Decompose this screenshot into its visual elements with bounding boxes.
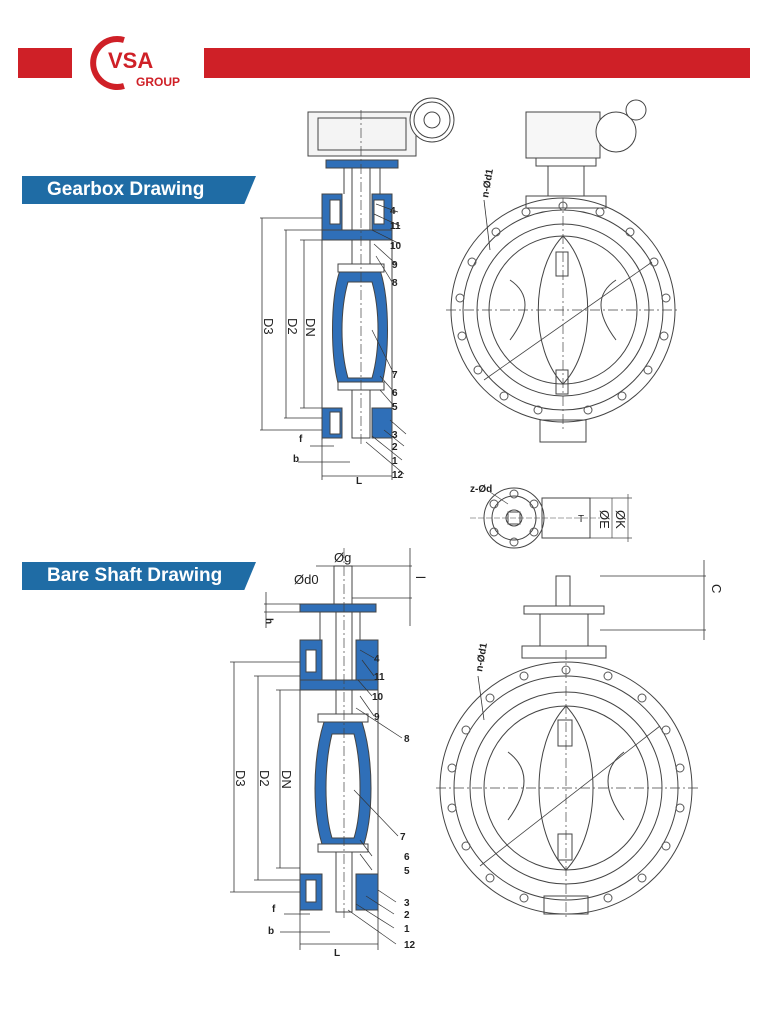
svg-text:7: 7 bbox=[400, 832, 406, 843]
dim-l-bare: L bbox=[334, 948, 340, 959]
dim-k: ØK bbox=[613, 510, 628, 529]
dim-d3-bare: D3 bbox=[233, 770, 248, 787]
svg-text:6: 6 bbox=[392, 388, 398, 399]
dim-bolt-bare: n-Ød1 bbox=[474, 642, 490, 673]
svg-text:9: 9 bbox=[374, 712, 380, 723]
dim-d0: Ød0 bbox=[294, 572, 319, 587]
svg-text:8: 8 bbox=[404, 734, 410, 745]
svg-text:1: 1 bbox=[404, 924, 410, 935]
dim-l: L bbox=[356, 476, 362, 487]
logo-sub: GROUP bbox=[136, 75, 180, 89]
bare-part-leaders bbox=[347, 649, 403, 945]
dim-g: Øg bbox=[334, 550, 351, 565]
svg-text:2: 2 bbox=[392, 442, 398, 453]
gearbox-part-numbers: 4 11 10 9 8 7 6 5 3 2 1 12 bbox=[390, 206, 404, 481]
gearbox-side-view bbox=[307, 97, 455, 445]
gearbox-part-leaders bbox=[365, 203, 407, 475]
dim-d2: D2 bbox=[285, 318, 300, 335]
dim-f-bare: f bbox=[272, 904, 276, 915]
svg-text:11: 11 bbox=[374, 672, 385, 683]
svg-text:5: 5 bbox=[392, 402, 398, 413]
dim-c: C bbox=[709, 584, 724, 593]
dim-dn: DN bbox=[303, 318, 318, 337]
dim-bolt-gearbox: n-Ød1 bbox=[480, 168, 496, 199]
svg-text:3: 3 bbox=[392, 430, 398, 441]
dim-d2-bare: D2 bbox=[257, 770, 272, 787]
section-title-bare-shaft: Bare Shaft Drawing bbox=[22, 562, 256, 590]
dim-f: f bbox=[299, 434, 303, 445]
svg-text:9: 9 bbox=[392, 260, 398, 271]
vsa-group-logo: VSA GROUP bbox=[90, 36, 180, 90]
gearbox-dimension-lines bbox=[260, 217, 393, 480]
svg-text:10: 10 bbox=[372, 692, 384, 703]
svg-text:12: 12 bbox=[392, 470, 404, 481]
header-bar-left bbox=[18, 48, 72, 78]
svg-text:10: 10 bbox=[390, 241, 402, 252]
header-bar-right bbox=[204, 48, 750, 78]
svg-text:3: 3 bbox=[404, 898, 410, 909]
svg-text:11: 11 bbox=[390, 221, 401, 232]
bare-shaft-front-view bbox=[436, 575, 698, 918]
svg-text:7: 7 bbox=[392, 370, 398, 381]
dim-b: b bbox=[293, 454, 299, 465]
svg-text:5: 5 bbox=[404, 866, 410, 877]
svg-text:2: 2 bbox=[404, 910, 410, 921]
dim-h: h bbox=[263, 618, 274, 624]
svg-text:4: 4 bbox=[390, 206, 396, 217]
bare-part-numbers: 4 11 10 9 8 7 6 5 3 2 1 12 bbox=[372, 654, 416, 951]
dim-zd: z-Ød bbox=[470, 484, 492, 495]
svg-text:1: 1 bbox=[392, 456, 398, 467]
bare-shaft-side-view bbox=[299, 548, 379, 918]
dim-dn-bare: DN bbox=[279, 770, 294, 789]
dim-e: ØE bbox=[597, 510, 612, 529]
svg-text:12: 12 bbox=[404, 940, 416, 951]
shaft-end-detail bbox=[470, 487, 632, 549]
gearbox-front-view bbox=[446, 99, 680, 443]
svg-text:8: 8 bbox=[392, 278, 398, 289]
bare-shaft-dimension-lines bbox=[230, 548, 706, 950]
logo-main: VSA bbox=[108, 48, 153, 73]
section-title-gearbox: Gearbox Drawing bbox=[22, 176, 256, 204]
dim-l-small: l bbox=[413, 576, 428, 579]
svg-text:6: 6 bbox=[404, 852, 410, 863]
dim-d3: D3 bbox=[261, 318, 276, 335]
dim-t: T bbox=[578, 514, 584, 525]
svg-text:4: 4 bbox=[374, 654, 380, 665]
dim-b-bare: b bbox=[268, 926, 274, 937]
